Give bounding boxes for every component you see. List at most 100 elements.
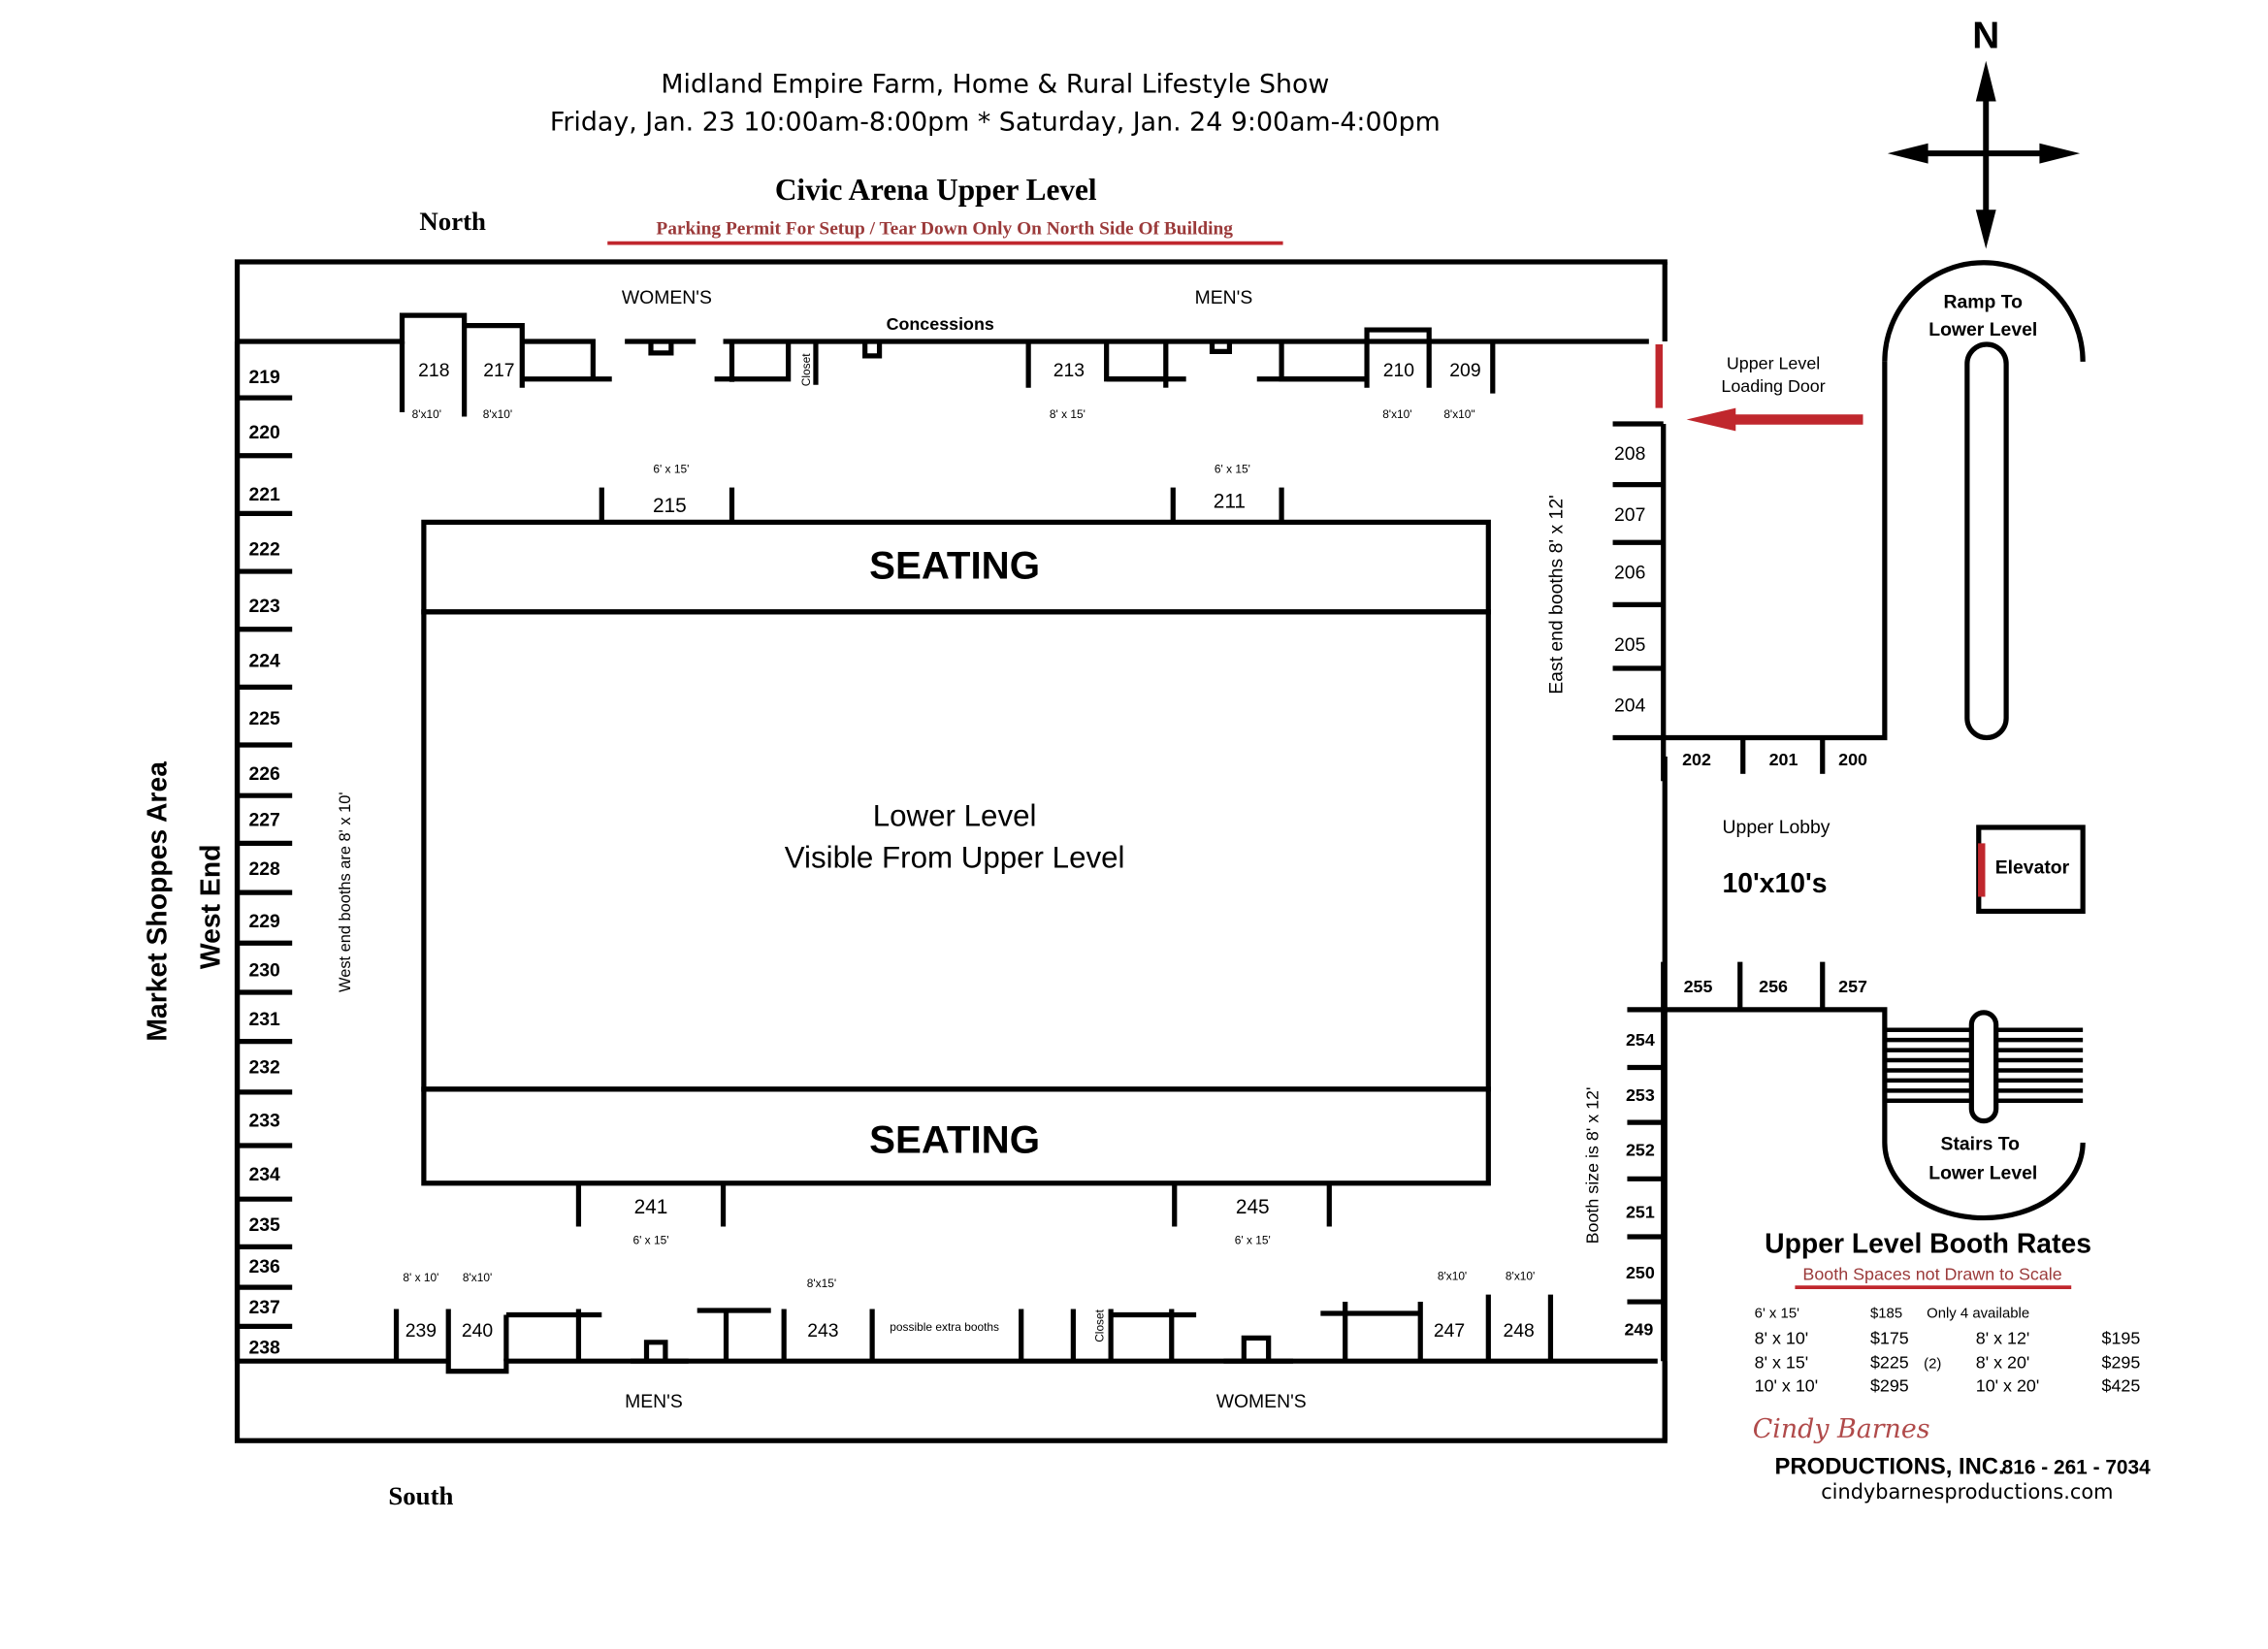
south-label: South	[388, 1481, 453, 1510]
stairs-icon	[1884, 1010, 2084, 1124]
rate-cell: $185	[1870, 1306, 1902, 1321]
south-booth-walls	[237, 1182, 1658, 1374]
rate-cell: 8' x 10'	[1755, 1328, 1809, 1347]
size-245: 6' x 15'	[1235, 1233, 1271, 1246]
booth-207: 207	[1614, 504, 1645, 526]
booth-233: 233	[248, 1111, 280, 1132]
booth-220: 220	[248, 422, 279, 443]
booth-236: 236	[248, 1256, 280, 1277]
booth-201: 201	[1769, 750, 1798, 769]
booth-229: 229	[248, 911, 280, 932]
lower-level-line1: Lower Level	[873, 798, 1037, 832]
size-213: 8' x 15'	[1050, 407, 1085, 421]
show-title: Midland Empire Farm, Home & Rural Lifest…	[661, 70, 1329, 100]
booth-231: 231	[248, 1009, 280, 1030]
stairs-line2: Lower Level	[1928, 1162, 2037, 1183]
rate-cell: $425	[2102, 1376, 2141, 1396]
market-shoppes-label: Market Shoppes Area	[142, 761, 173, 1042]
booth-252: 252	[1626, 1140, 1655, 1159]
ramp-line1: Ramp To	[1944, 292, 2024, 313]
booth-215: 215	[653, 495, 687, 517]
size-215: 6' x 15'	[653, 463, 689, 476]
upper-lobby-label: Upper Lobby	[1723, 817, 1831, 838]
mens-restroom-south: MEN'S	[625, 1391, 683, 1412]
booth-232: 232	[248, 1056, 279, 1078]
ramp-line2: Lower Level	[1928, 319, 2037, 340]
booth-219: 219	[248, 367, 280, 388]
booth-248: 248	[1503, 1320, 1534, 1342]
elevator-label: Elevator	[1995, 857, 2070, 879]
possible-extra-booths: possible extra booths	[890, 1320, 999, 1333]
booth-250: 250	[1626, 1263, 1655, 1282]
rate-cell: 10' x 20'	[1976, 1376, 2039, 1396]
size-239: 8' x 10'	[403, 1271, 438, 1284]
north-booth-walls	[237, 312, 1658, 417]
womens-restroom-south: WOMEN'S	[1216, 1391, 1307, 1412]
booth-245: 245	[1236, 1196, 1270, 1218]
booth-205: 205	[1614, 634, 1645, 656]
rate-cell: 8' x 15'	[1755, 1353, 1809, 1373]
rates-subtitle: Booth Spaces not Drawn to Scale	[1802, 1265, 2061, 1284]
rate-cell: 8' x 12'	[1976, 1328, 2030, 1347]
loading-door-line1: Upper Level	[1727, 353, 1820, 372]
booth-227: 227	[248, 809, 279, 830]
company-phone: 816 - 261 - 7034	[2002, 1456, 2151, 1478]
booth-247: 247	[1434, 1320, 1465, 1342]
booth-249: 249	[1624, 1319, 1653, 1339]
booth-230: 230	[248, 960, 279, 982]
arrow-left-icon	[1686, 407, 1863, 432]
rate-cell: (2)	[1924, 1357, 1941, 1373]
company-logo: Cindy Barnes	[1753, 1414, 1930, 1444]
booth-238: 238	[248, 1338, 280, 1359]
west-booths: 2192202212222232242252262272282292302312…	[237, 367, 293, 1359]
rate-cell: Only 4 available	[1927, 1306, 2029, 1321]
booth-243: 243	[807, 1320, 838, 1342]
womens-restroom-north: WOMEN'S	[622, 287, 712, 308]
level-title: Civic Arena Upper Level	[775, 173, 1097, 207]
booth-204: 204	[1614, 695, 1646, 717]
booth-226: 226	[248, 763, 280, 785]
booth-206: 206	[1614, 563, 1645, 584]
rate-cell: $195	[2102, 1328, 2141, 1347]
booth-255: 255	[1684, 977, 1713, 996]
rates-title: Upper Level Booth Rates	[1765, 1228, 2091, 1259]
lower-level-line2: Visible From Upper Level	[785, 841, 1125, 875]
east-booth-walls	[1612, 260, 2086, 1441]
east-booth-note: East end booths 8' x 12'	[1545, 495, 1567, 695]
booth-241: 241	[634, 1196, 668, 1218]
booth-213: 213	[1053, 360, 1085, 381]
size-247: 8'x10'	[1438, 1270, 1467, 1283]
booth-202: 202	[1682, 750, 1711, 769]
size-210: 8'x10'	[1382, 407, 1411, 421]
booth-237: 237	[248, 1297, 279, 1318]
size-241: 6' x 15'	[632, 1233, 668, 1246]
company-website: cindybarnesproductions.com	[1821, 1480, 2113, 1504]
booth-208: 208	[1614, 443, 1645, 465]
concessions-label: Concessions	[887, 314, 994, 334]
north-label: North	[419, 207, 486, 236]
size-209: 8'x10"	[1443, 407, 1474, 421]
size-243: 8'x15'	[807, 1277, 836, 1290]
size-218: 8'x10'	[412, 407, 441, 421]
rate-cell: $295	[2102, 1353, 2141, 1373]
loading-door-line2: Loading Door	[1721, 376, 1825, 396]
stairs-line1: Stairs To	[1941, 1133, 2021, 1154]
show-dates: Friday, Jan. 23 10:00am-8:00pm * Saturda…	[550, 107, 1441, 137]
west-end-label: West End	[196, 845, 227, 970]
size-217: 8'x10'	[483, 407, 512, 421]
west-booth-note: West end booths are 8' x 10'	[337, 792, 354, 992]
rate-cell: $295	[1870, 1376, 1909, 1396]
company-name: PRODUCTIONS, INC.	[1775, 1453, 2005, 1479]
booth-209: 209	[1449, 360, 1480, 381]
lobby-booth-size: 10'x10's	[1723, 868, 1828, 899]
booth-228: 228	[248, 858, 280, 880]
booth-251: 251	[1626, 1203, 1655, 1222]
booth-221: 221	[248, 484, 280, 505]
east-gap	[1648, 264, 1890, 757]
booth-254: 254	[1626, 1030, 1655, 1050]
size-240: 8'x10'	[463, 1271, 492, 1284]
booth-211: 211	[1214, 490, 1246, 512]
booth-239: 239	[405, 1320, 437, 1342]
